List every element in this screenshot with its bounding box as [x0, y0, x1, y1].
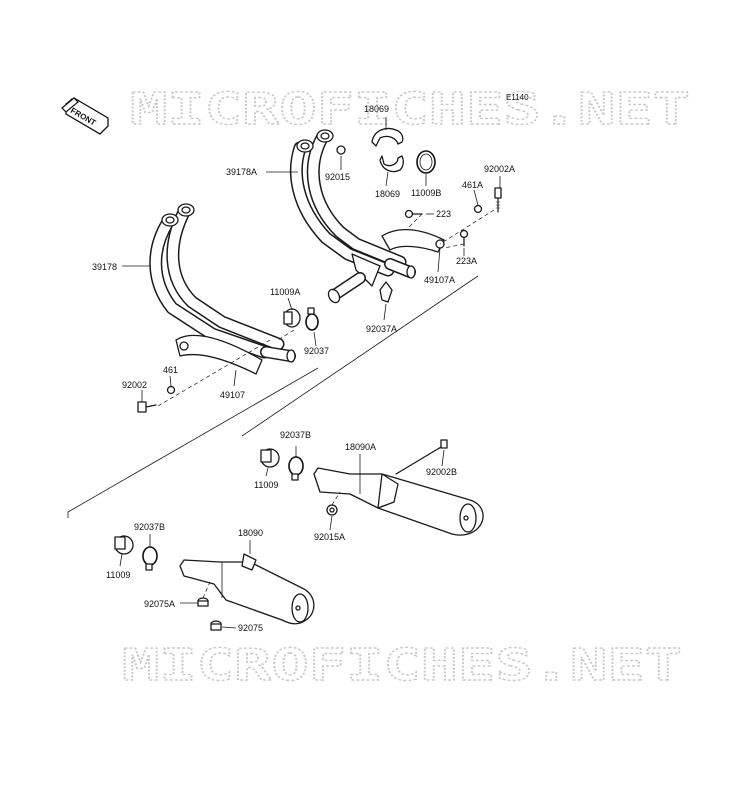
part-461A-washer [473, 204, 483, 214]
label-18069-top: 18069 [364, 104, 389, 114]
watermark-top: MICROFICHES.NET [130, 84, 690, 135]
label-223A: 223A [456, 256, 477, 266]
part-11009-upper-gasket [260, 448, 280, 468]
part-92037A-clamp [379, 281, 393, 303]
part-18069-bottom [379, 155, 404, 173]
leader-lines [119, 117, 501, 629]
muffler-18090A [313, 467, 484, 536]
diagram-code: E1140 [506, 93, 529, 102]
label-92037: 92037 [304, 346, 329, 356]
part-92037-clamp [305, 307, 319, 331]
label-11009-lower: 11009 [106, 570, 130, 580]
muffler-18090 [179, 553, 315, 625]
label-39178A: 39178A [226, 167, 257, 177]
front-arrow-icon: FRONT [61, 97, 109, 135]
label-92002A: 92002A [484, 164, 515, 174]
label-92075: 92075 [238, 623, 263, 633]
label-92002: 92002 [122, 380, 147, 390]
part-labels: 18069 18069 39178A 92015 11009B 92002A 4… [92, 104, 515, 633]
watermark-bottom: MICROFICHES.NET [122, 640, 682, 691]
label-18090A: 18090A [345, 442, 376, 452]
part-223A-screw [459, 229, 469, 247]
part-92015-nut [336, 145, 346, 155]
part-92037B-upper-clamp [288, 456, 304, 481]
exhaust-pipe-39178A [289, 129, 445, 304]
part-11009-lower-gasket [114, 535, 134, 555]
part-92075A-grommet [197, 597, 209, 607]
label-11009-upper: 11009 [254, 480, 278, 490]
label-92037B-upper: 92037B [280, 430, 311, 440]
label-461A: 461A [462, 180, 483, 190]
part-92002-bolt [137, 401, 157, 413]
label-92037B-lower: 92037B [134, 522, 165, 532]
label-223: 223 [436, 209, 451, 219]
label-92015: 92015 [325, 172, 350, 182]
label-92075A: 92075A [144, 599, 175, 609]
part-92002A-bolt [494, 187, 502, 213]
label-11009B: 11009B [411, 188, 441, 198]
label-92015A: 92015A [314, 532, 345, 542]
exhaust-pipe-39178 [149, 203, 296, 375]
part-92037B-lower-clamp [142, 546, 158, 571]
part-223-screw [404, 209, 423, 219]
label-92002B: 92002B [426, 467, 457, 477]
label-18069-bottom: 18069 [375, 189, 400, 199]
label-92037A: 92037A [366, 324, 397, 334]
label-39178: 39178 [92, 262, 117, 272]
part-11009A-gasket [283, 308, 301, 328]
label-49107: 49107 [220, 390, 245, 400]
label-18090: 18090 [238, 528, 263, 538]
part-92015A-nut [326, 504, 338, 516]
label-49107A: 49107A [424, 275, 455, 285]
part-461-washer [166, 385, 176, 395]
label-11009A: 11009A [270, 287, 300, 297]
group-outlines [67, 209, 495, 599]
part-11009B-ring [416, 150, 436, 174]
part-92075-grommet [210, 620, 222, 631]
part-18069-top [371, 127, 404, 147]
label-461: 461 [163, 365, 178, 375]
